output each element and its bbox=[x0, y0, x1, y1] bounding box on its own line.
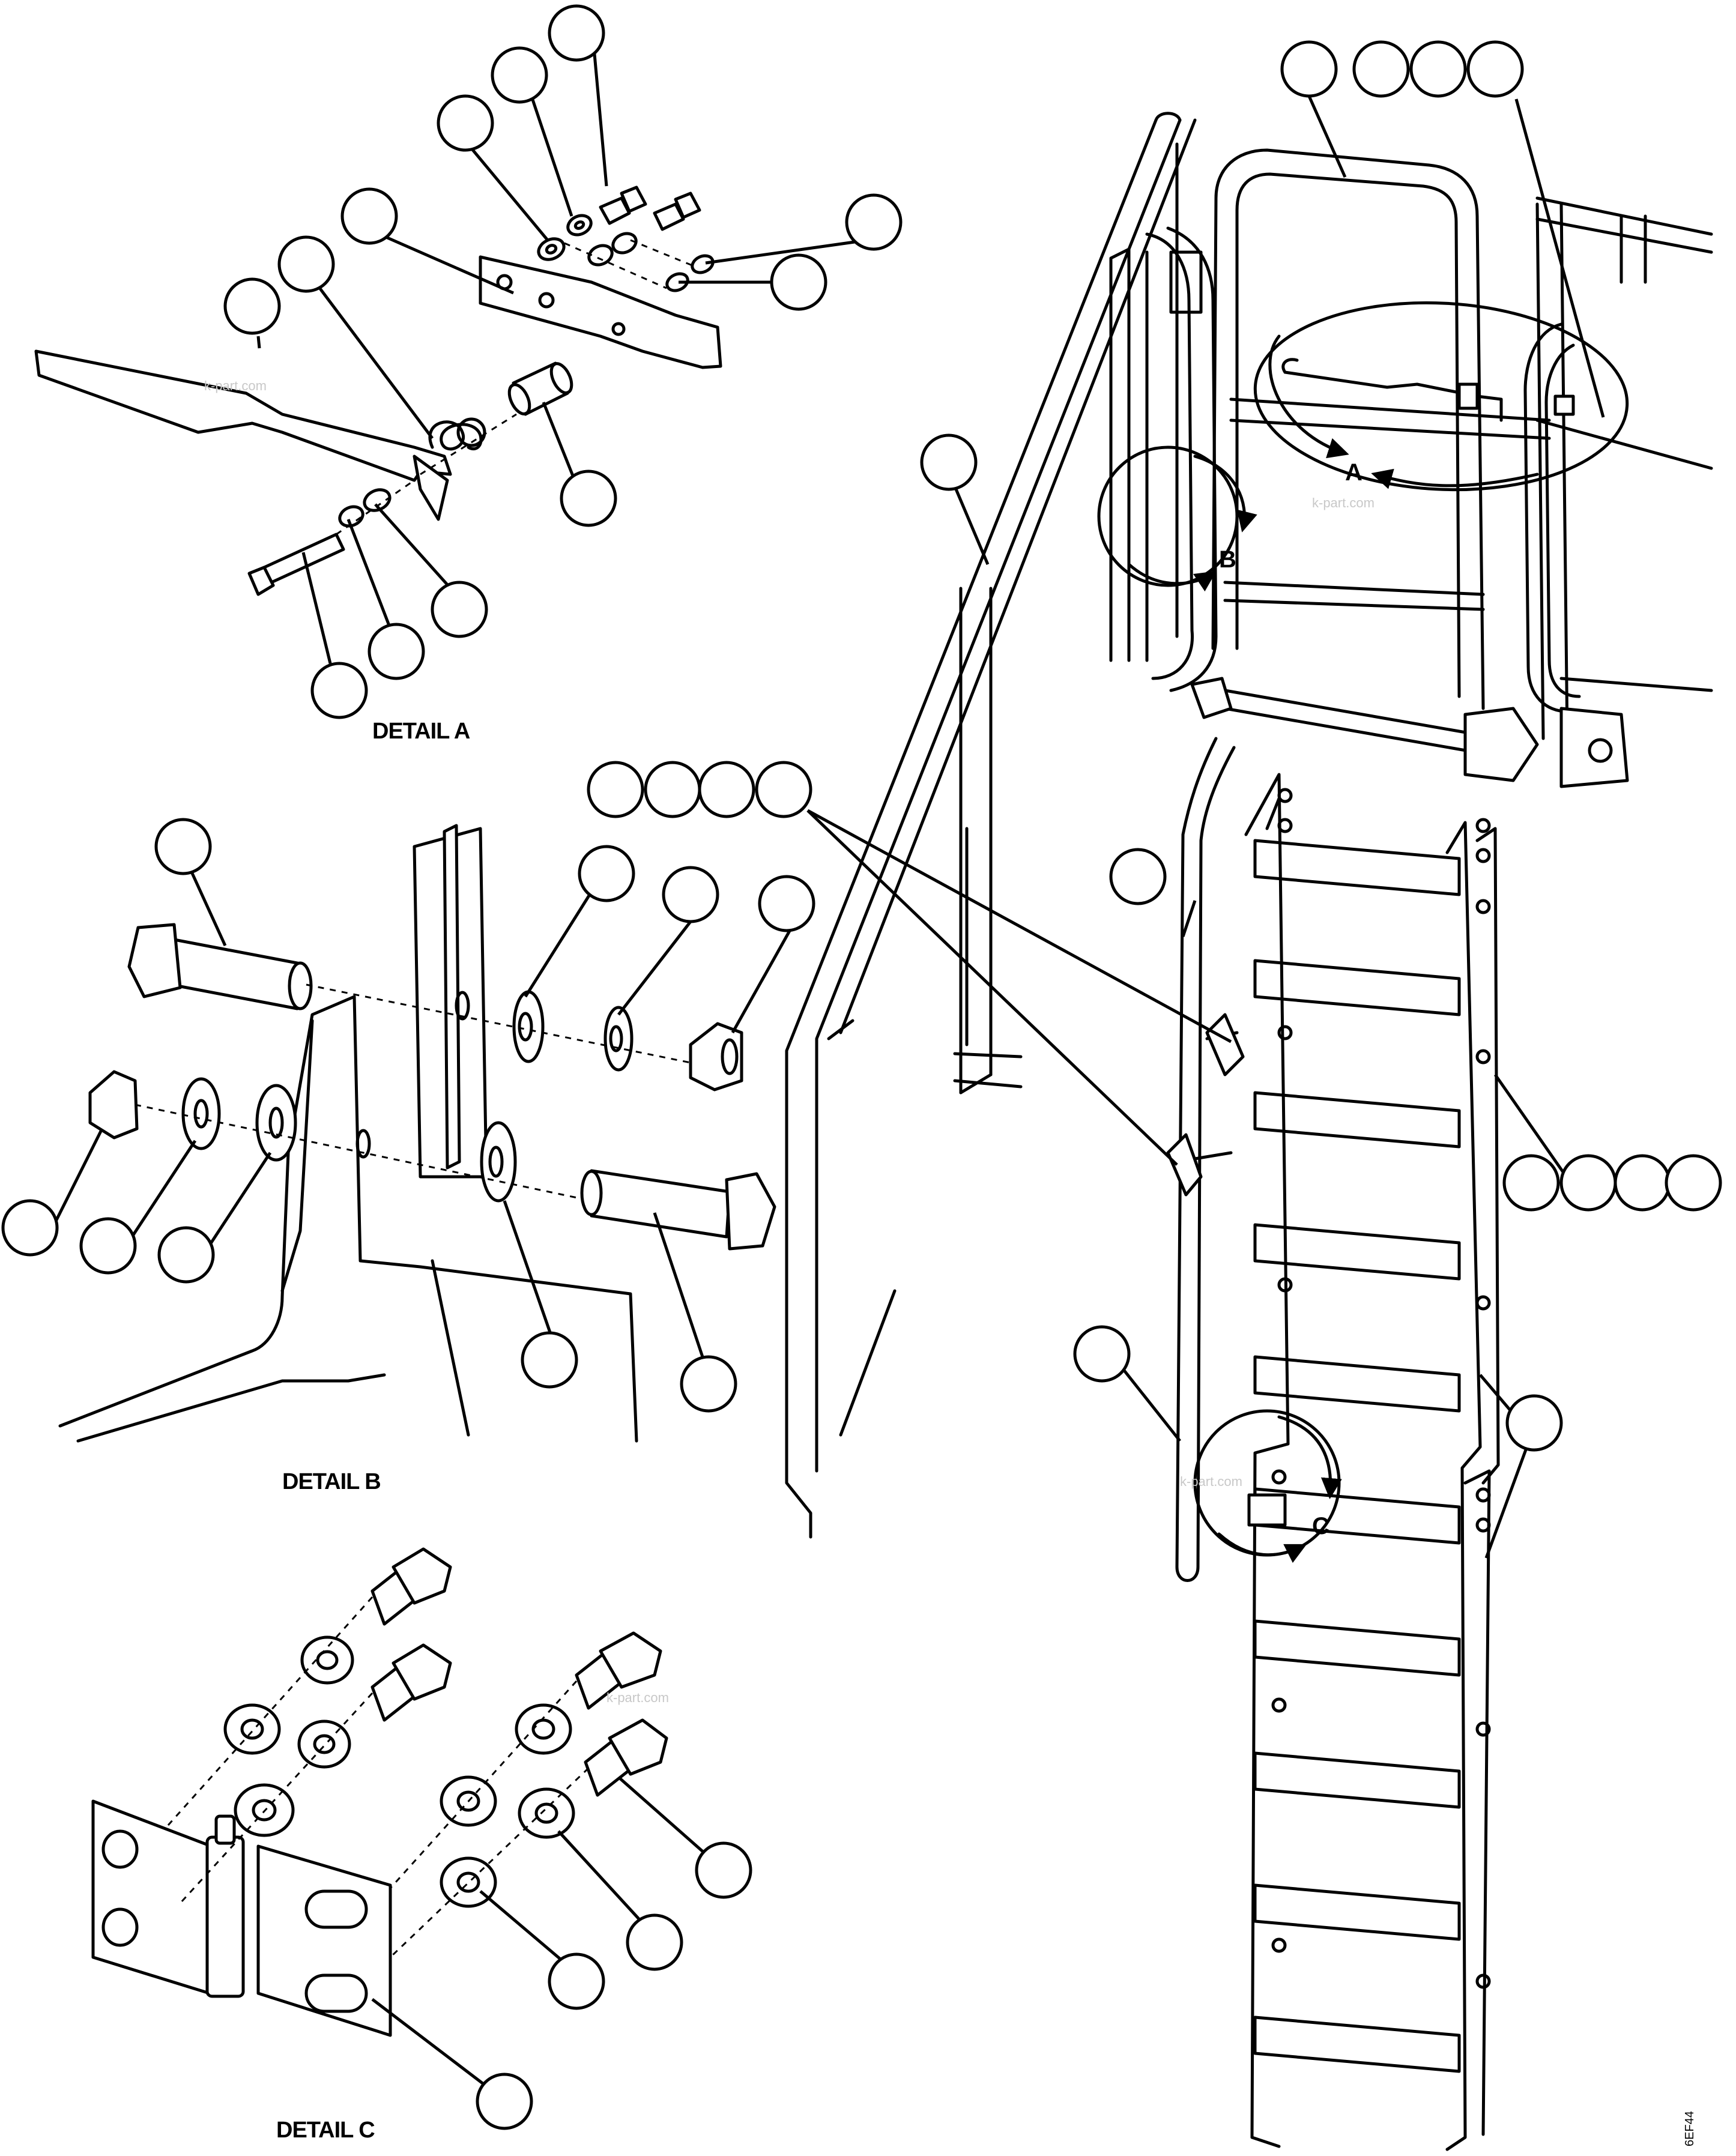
callout-bubble bbox=[548, 4, 605, 62]
callout-bubble bbox=[770, 253, 827, 311]
callout-bubble bbox=[154, 818, 212, 875]
callout-bubble bbox=[340, 187, 398, 245]
callout-bubble bbox=[758, 875, 815, 932]
callout-bubble bbox=[587, 761, 644, 818]
callout-bubble bbox=[644, 761, 701, 818]
callout-bubble bbox=[680, 1355, 737, 1413]
detail-a-caption: DETAIL A bbox=[372, 719, 470, 744]
watermark-main-2: k-part.com bbox=[1180, 1474, 1242, 1489]
watermark-a: k-part.com bbox=[204, 378, 267, 393]
callout-bubble bbox=[755, 761, 812, 818]
frame-body bbox=[58, 995, 638, 1443]
callout-bubble bbox=[491, 46, 548, 104]
grab-handle-right bbox=[1523, 322, 1569, 713]
callout-bubble bbox=[1280, 40, 1338, 98]
detail-b-bolt-upper bbox=[169, 938, 302, 1010]
callout-bubble bbox=[920, 433, 978, 491]
detail-c-caption: DETAIL C bbox=[276, 2118, 375, 2143]
callout-bubble bbox=[662, 866, 719, 923]
callout-bubble bbox=[476, 2073, 533, 2130]
callout-bubble bbox=[1502, 1154, 1560, 1212]
callout-bubble bbox=[1614, 1154, 1671, 1212]
upper-bolt-1 bbox=[599, 196, 631, 225]
callout-bubble bbox=[277, 235, 335, 293]
detail-a-callout-circle bbox=[1253, 301, 1629, 492]
view-label-b: B bbox=[1219, 546, 1236, 573]
callout-bubble bbox=[223, 277, 281, 335]
detail-c-group: k-part.com DETAIL C bbox=[91, 1547, 669, 2143]
detail-b-nut-upper bbox=[689, 1022, 743, 1092]
mount-plate-front bbox=[443, 824, 461, 1170]
callouts bbox=[1, 4, 1722, 2130]
callout-bubble bbox=[1109, 848, 1167, 905]
latch-lever bbox=[34, 349, 452, 482]
callout-bubble bbox=[310, 662, 368, 719]
view-label-a: A bbox=[1345, 459, 1362, 486]
callout-bubble bbox=[698, 761, 755, 818]
callout-bubble bbox=[548, 1952, 605, 2010]
detail-b-nut-lower bbox=[88, 1070, 139, 1140]
watermark-c: k-part.com bbox=[606, 1690, 669, 1705]
watermark-main-1: k-part.com bbox=[1312, 495, 1375, 510]
callout-bubble bbox=[626, 1913, 683, 1971]
hinge-knuckle bbox=[205, 1835, 245, 1998]
detail-b-caption: DETAIL B bbox=[282, 1469, 381, 1494]
callout-bubble bbox=[578, 845, 635, 902]
ladder-stringer-right bbox=[1445, 821, 1482, 2151]
main-assembly: A k-part.com B bbox=[785, 112, 1713, 2151]
callout-bubble bbox=[79, 1217, 137, 1275]
callout-bubble bbox=[367, 623, 425, 680]
latch-spring bbox=[428, 420, 483, 451]
callout-bubble bbox=[1352, 40, 1410, 98]
handrail bbox=[785, 118, 1158, 1539]
callout-bubble bbox=[157, 1226, 215, 1284]
callout-bubble bbox=[1559, 1154, 1617, 1212]
detail-b-group: DETAIL B bbox=[58, 824, 776, 1494]
figure-number: 6ЕF44 bbox=[1683, 2111, 1696, 2146]
callout-bubble bbox=[1505, 1394, 1563, 1452]
view-label-c: C bbox=[1312, 1513, 1329, 1539]
callout-bubble bbox=[1, 1199, 59, 1257]
ladder-stringer-left bbox=[1244, 773, 1290, 2148]
callout-bubble bbox=[1409, 40, 1467, 98]
upper-bolt-2 bbox=[653, 202, 685, 231]
gate-frame bbox=[1211, 148, 1485, 710]
hinge-leaf-left bbox=[91, 1799, 221, 1998]
ladder-side-rail bbox=[1175, 737, 1236, 1582]
ladder-rungs bbox=[1253, 839, 1461, 2073]
callout-bubble bbox=[1073, 1325, 1131, 1383]
callout-bubble bbox=[431, 581, 488, 638]
callout-bubble bbox=[437, 94, 494, 152]
callout-bubble bbox=[1466, 40, 1524, 98]
grab-handle-left bbox=[1145, 232, 1194, 680]
callout-bubble bbox=[845, 193, 903, 251]
detail-a-group: k-part.com DETAIL A bbox=[34, 186, 722, 744]
callout-bubble bbox=[521, 1331, 578, 1389]
callout-bubble bbox=[1665, 1154, 1722, 1212]
latch-plate bbox=[479, 255, 722, 369]
callout-bubble bbox=[695, 1841, 752, 1899]
callout-bubble bbox=[560, 470, 617, 527]
